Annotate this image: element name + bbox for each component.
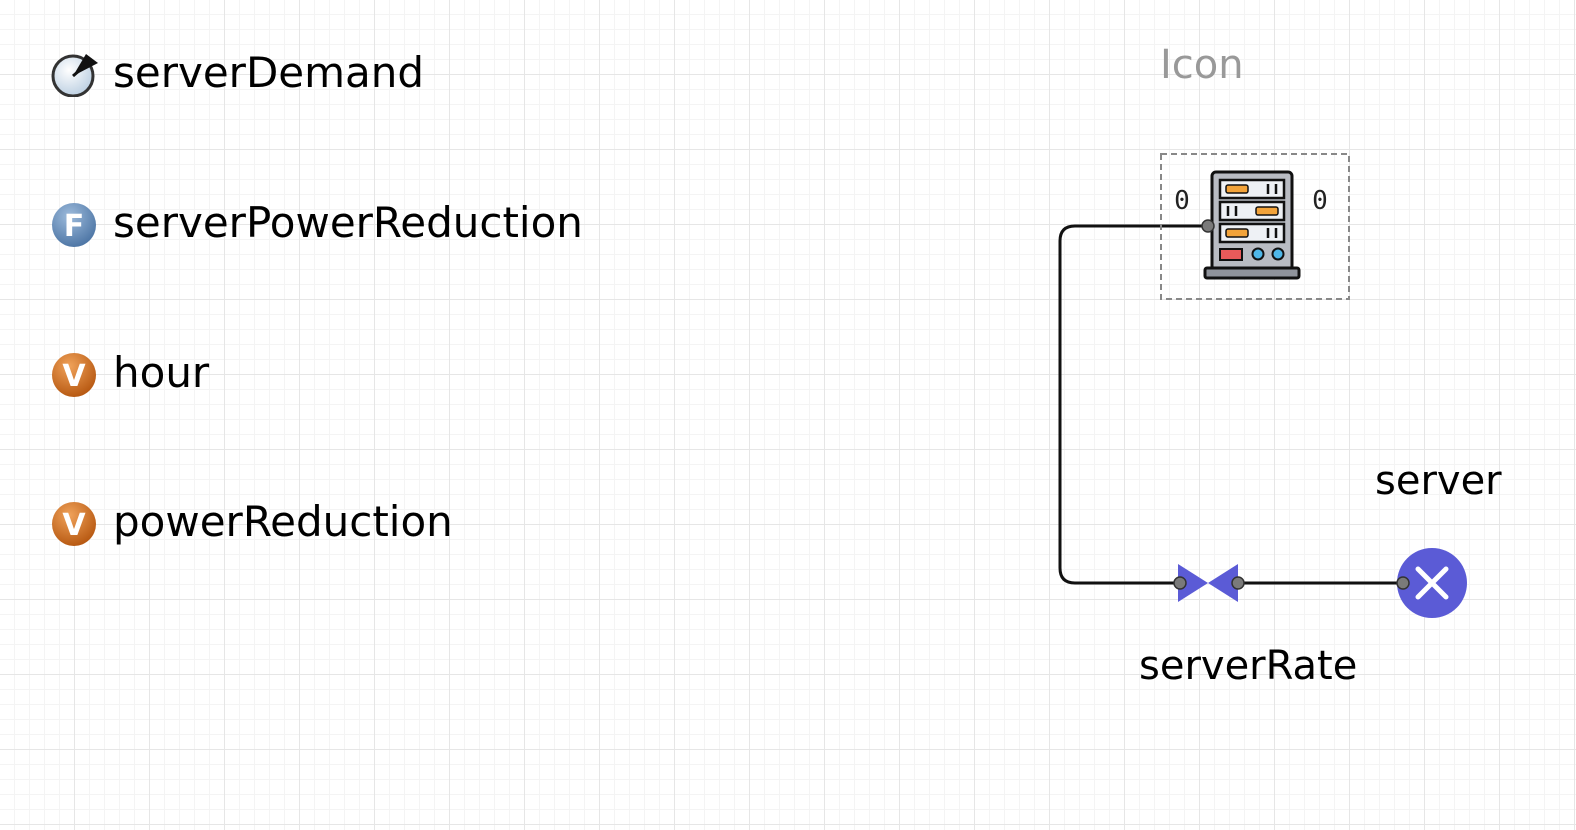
flow-label: serverRate (1139, 643, 1358, 689)
variable-label: serverPowerReduction (113, 198, 583, 247)
variable-item-hour[interactable]: V hour (50, 348, 209, 398)
icon-selection-box[interactable] (1160, 153, 1350, 300)
variable-v-icon: V (52, 502, 96, 546)
icon-connector-port[interactable] (1201, 219, 1215, 233)
variable-v-icon: V (52, 353, 96, 397)
variable-label: serverDemand (113, 48, 425, 97)
variable-item-server-demand[interactable]: serverDemand (50, 48, 424, 98)
variable-item-power-reduction[interactable]: V powerReduction (50, 497, 453, 547)
function-f-icon-letter: F (64, 209, 85, 244)
sink-label: server (1375, 458, 1502, 504)
server-rack-icon[interactable] (1203, 170, 1301, 280)
function-f-icon: F (52, 203, 96, 247)
icon-group-title: Icon (1160, 42, 1244, 88)
dial-gauge-icon (51, 54, 98, 97)
close-x-icon[interactable] (1396, 548, 1467, 618)
variable-v-icon-letter: V (62, 359, 86, 394)
variable-label: hour (113, 348, 210, 397)
variable-label: powerReduction (113, 497, 453, 546)
flow-valve-icon[interactable] (1173, 564, 1245, 602)
variable-item-server-power-reduction[interactable]: F serverPowerReduction (50, 198, 583, 248)
variable-v-icon-letter: V (62, 508, 86, 543)
icon-left-count: 0 (1174, 186, 1190, 216)
flow-connector-line (1058, 224, 1208, 585)
icon-right-count: 0 (1312, 186, 1328, 216)
